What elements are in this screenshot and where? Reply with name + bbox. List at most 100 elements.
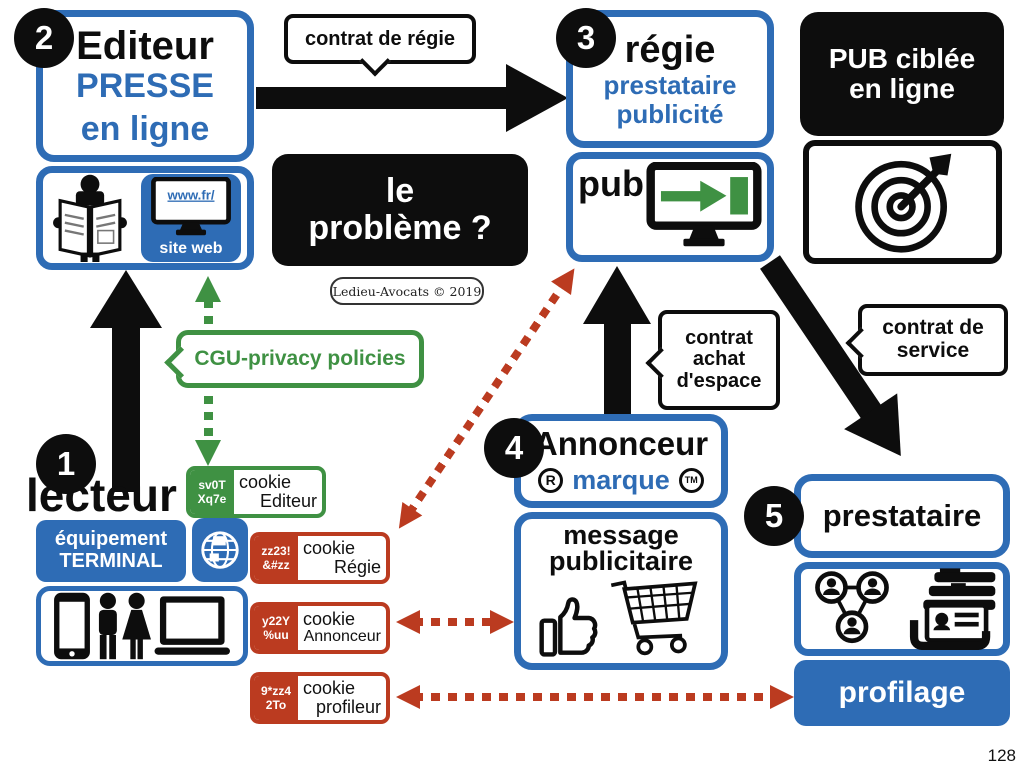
step-badge-annonceur: 4 [484,418,544,478]
cookie-label: cookie [303,678,356,699]
cookie-label: cookie [303,538,356,559]
bubble-cgu-privacy: CGU-privacy policies [164,330,424,388]
cookie-id-line1: 9*zz4 [260,683,292,698]
arrow-cookie-annonceur-to-message [396,610,514,634]
pub-panel: pub [566,152,774,262]
bubble-contrat-service: contrat de service [845,304,1008,376]
cookie-annonceur-chip: y22Y %uu cookie Annonceur [250,602,390,654]
arrow-head-down [195,440,221,466]
shopping-cart-icon [610,580,698,656]
page-number: 128 [987,746,1016,765]
cookie-id-line2: Xq7e [197,492,227,506]
probleme-panel: le problème ? [272,154,528,266]
cookie-regie-chip: zz23! &#zz cookie Régie [250,532,390,584]
globe-icon [201,531,239,569]
arrow-editeur-to-regie-shaft [256,87,508,109]
arrow-editeur-to-regie-head [506,64,568,132]
cookie-profileur-id: 9*zz4 2To [254,676,298,720]
thumbs-up-icon [539,597,598,657]
credit-pill: Ledieu-Avocats © 2019 [330,277,484,305]
cookie-id-line1: y22Y [261,613,291,628]
site-web-label: site web [159,240,223,257]
credit-text: Ledieu-Avocats © 2019 [332,283,482,299]
dotted-line [414,618,496,626]
bubble-contrat-achat-l1: contrat [685,326,753,349]
arrow-lecteur-to-editeur-head [90,270,162,328]
site-url-text: www.fr/ [167,188,215,203]
step-badge-editeur: 2 [14,8,74,68]
cookie-owner: profileur [315,697,381,717]
annonceur-title: Annonceur [533,425,709,463]
bubble-contrat-regie: contrat de régie [284,14,476,77]
devices-panel [36,586,248,666]
registered-mark-icon: R [538,467,564,493]
arrow-annonceur-to-pub-head [583,266,651,324]
target-icon [854,153,951,253]
editeur-subtitle-presse: PRESSE [76,66,214,105]
probleme-line1: le [385,172,415,211]
cookie-owner: Annonceur [303,628,381,646]
profilage-box: profilage [794,660,1010,726]
people-network-icon [815,571,889,644]
target-panel [803,140,1002,264]
equipement-line1: équipement [54,528,168,551]
editeur-title: Editeur [76,23,214,68]
pub-label: pub [578,163,644,204]
cookie-editeur-chip: sv0T Xq7e cookie Editeur [186,466,326,518]
bubble-tail [164,346,197,379]
editeur-subtitle-enligne: en ligne [80,109,210,148]
cookie-id-line2: &#zz [262,558,290,572]
step-badge-regie: 3 [556,8,616,68]
pub-ciblee-line2: en ligne [849,73,955,104]
newspaper-reader-icon [53,174,127,262]
site-web-card: www.fr/ site web [141,174,241,262]
regie-subtitle-publicite: publicité [616,98,724,129]
bubble-tail [645,347,677,379]
bubble-contrat-service-l2: service [896,339,970,362]
step-badge-lecteur: 1 [36,434,96,494]
pub-monitor-icon [646,162,762,247]
man-icon [98,592,117,660]
arrow-annonceur-to-pub-shaft [604,320,631,418]
regie-subtitle-prestataire: prestataire [603,70,737,101]
arrow-lecteur-to-editeur-shaft [112,324,140,492]
bubble-contrat-regie-label: contrat de régie [304,27,456,50]
cookie-regie-id: zz23! &#zz [254,536,298,580]
contact-cards-icon [909,568,996,650]
cookie-owner: Régie [333,557,381,577]
step-badge-prestataire: 5 [744,486,804,546]
bubble-tail [845,327,877,359]
smartphone-icon [54,592,90,660]
bubble-cgu-label: CGU-privacy policies [194,347,406,370]
cookie-owner: Editeur [259,491,317,511]
laptop-icon [154,596,230,655]
cookie-editeur-id: sv0T Xq7e [190,470,234,514]
pub-ciblee-line1: PUB ciblée [828,42,976,74]
globe-box [192,518,248,582]
bubble-contrat-service-l1: contrat de [882,316,984,340]
cookie-label: cookie [303,609,356,630]
annonceur-marque-row: R marque TM [538,465,704,496]
dotted-line [414,693,776,701]
cookie-id-line2: 2To [265,698,287,712]
woman-icon [122,592,151,660]
bubble-contrat-achat-l3: d'espace [676,369,762,392]
cookie-id-line2: %uu [263,628,289,642]
message-line1: message [563,520,679,550]
equipement-terminal-box: équipement TERMINAL [36,520,186,582]
probleme-line2: problème ? [308,209,492,247]
cookie-id-line1: sv0T [198,477,226,492]
profilage-label: profilage [838,676,966,709]
trademark-icon: TM [678,467,704,493]
website-monitor-icon: www.fr/ [151,177,231,236]
avatar-node [856,571,889,604]
avatar-node [835,610,869,644]
cookie-label: cookie [239,472,292,493]
annonceur-panel: Annonceur R marque TM [514,414,728,508]
editeur-icons-panel: www.fr/ site web [36,166,254,270]
cookie-profileur-chip: 9*zz4 2To cookie profileur [250,672,390,724]
arrow-head-right [490,610,514,634]
bubble-contrat-achat: contrat achat d'espace [645,310,780,410]
message-line2: publicitaire [548,545,694,576]
